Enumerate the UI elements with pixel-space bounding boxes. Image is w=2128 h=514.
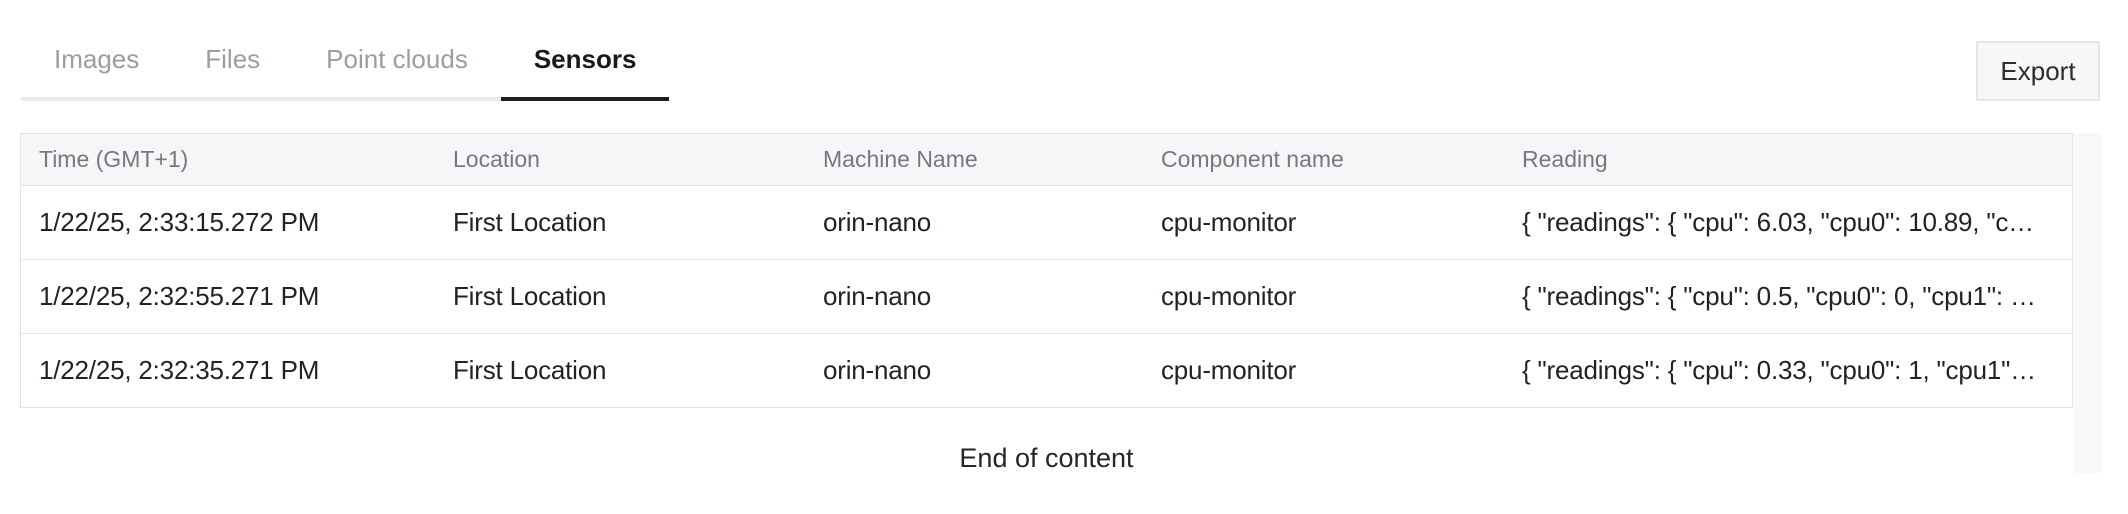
sensor-data-panel: Time (GMT+1) Location Machine Name Compo… — [20, 133, 2102, 514]
tab-bar: Images Files Point clouds Sensors — [21, 22, 670, 101]
tab-point-clouds[interactable]: Point clouds — [293, 22, 501, 101]
export-button[interactable]: Export — [1976, 41, 2100, 101]
sensor-table-container: Time (GMT+1) Location Machine Name Compo… — [20, 133, 2073, 408]
cell-component-name: cpu-monitor — [1161, 206, 1297, 237]
scrollbar-track[interactable] — [2073, 133, 2102, 473]
tab-files[interactable]: Files — [172, 22, 294, 101]
sensor-table: Time (GMT+1) Location Machine Name Compo… — [21, 134, 2072, 407]
table-row: 1/22/25, 2:32:35.271 PM First Location o… — [21, 332, 2072, 407]
column-header-reading: Reading — [1504, 134, 2072, 186]
tab-sensors[interactable]: Sensors — [500, 22, 670, 101]
cell-machine-name: orin-nano — [823, 206, 932, 237]
table-header-row: Time (GMT+1) Location Machine Name Compo… — [21, 134, 2072, 186]
cell-reading: { "readings": { "cpu": 0.33, "cpu0": 1, … — [1504, 332, 2072, 407]
cell-time: 1/22/25, 2:33:15.272 PM — [39, 206, 320, 237]
cell-location: First Location — [435, 332, 805, 407]
cell-machine-name: orin-nano — [805, 332, 1143, 407]
cell-component-name: cpu-monitor — [1143, 332, 1504, 407]
cell-component-name: cpu-monitor — [1143, 258, 1504, 333]
column-header-machine-name: Machine Name — [805, 134, 1143, 186]
cell-time: 1/22/25, 2:32:35.271 PM — [21, 332, 435, 407]
column-header-component-name: Component name — [1143, 134, 1504, 186]
table-row: 1/22/25, 2:33:15.272 PM First Location o… — [21, 185, 2072, 259]
cell-reading: { "readings": { "cpu": 6.03, "cpu0": 10.… — [1522, 206, 2034, 237]
cell-reading: { "readings": { "cpu": 0.5, "cpu0": 0, "… — [1504, 258, 2072, 333]
cell-machine-name: orin-nano — [805, 258, 1143, 333]
cell-time: 1/22/25, 2:32:55.271 PM — [21, 258, 435, 333]
cell-location: First Location — [453, 206, 607, 237]
cell-location: First Location — [435, 258, 805, 333]
tab-images[interactable]: Images — [21, 22, 173, 101]
column-header-time: Time (GMT+1) — [21, 134, 435, 186]
table-row: 1/22/25, 2:32:55.271 PM First Location o… — [21, 258, 2072, 333]
column-header-location: Location — [435, 134, 805, 186]
end-of-content-label: End of content — [959, 443, 1134, 473]
